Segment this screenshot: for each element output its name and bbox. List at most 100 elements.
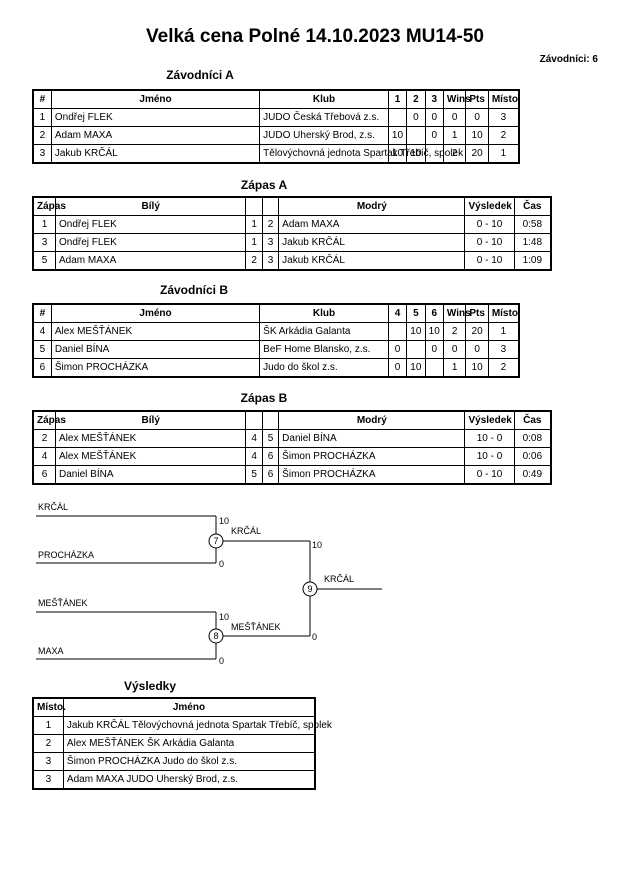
col-header: Wins [442,89,471,109]
bracket-score: 0 [312,632,317,642]
table-row: 1 Ondřej FLEK 1 2 Adam MAXA 0 - 10 0:58 [32,215,552,234]
cell: 10 - 0 [464,447,515,466]
table-row: 2 Adam MAXA JUDO Uherský Brod, z.s. 10 0… [32,126,520,145]
cell: Adam MAXA [50,126,261,145]
match-number: 7 [213,536,218,546]
table-row: 2 Alex MEŠŤÁNEK ŠK Arkádia Galanta [32,734,316,753]
cell: 10 [465,126,489,145]
table-row: 4 Alex MEŠŤÁNEK 4 6 Šimon PROCHÁZKA 10 -… [32,447,552,466]
matches-a-heading: Zápas A [240,178,288,192]
bracket-winner: KRČÁL [324,574,354,584]
matches-b-heading: Zápas B [240,391,288,405]
cell: 6 [32,358,52,378]
bracket-score: 0 [219,656,224,666]
bracket-name: MAXA [38,646,64,656]
cell: Adam MAXA [55,251,247,271]
cell: 2 [261,215,280,234]
bracket-score: 10 [219,612,229,622]
col-header: Jméno [62,697,316,717]
cell: Daniel BÍNA [50,340,261,359]
match-node [302,581,318,597]
cell: Jakub KRČÁL [278,233,466,252]
cell: 0 [465,340,489,359]
pool-b-heading: Závodníci B [159,283,228,297]
cell: 3 [487,340,520,359]
cell: Šimon PROCHÁZKA Judo do škol z.s. [62,752,316,771]
matches-b-header: Zápas Bílý Modrý Výsledek Čas [32,410,552,430]
cell: Jakub KRČÁL Tělovýchovná jednota Spartak… [62,716,332,735]
cell: 6 [261,447,280,466]
page-title: Velká cena Polné 14.10.2023 MU14-50 [146,26,484,47]
cell: Adam MAXA JUDO Uherský Brod, z.s. [62,770,316,790]
matches-a-header: Zápas Bílý Modrý Výsledek Čas [32,196,552,216]
cell: 1 [32,716,64,735]
cell: 0 - 10 [464,251,515,271]
pool-a-heading: Závodníci A [166,68,234,82]
cell: 0 [424,126,444,145]
cell: 0:49 [513,465,552,485]
col-header: # [32,89,52,109]
match-number: 8 [213,631,218,641]
table-row: 3 Jakub KRČÁL Tělovýchovná jednota Spart… [32,144,520,164]
table-row: 5 Daniel BÍNA BeF Home Blansko, z.s. 0 0… [32,340,520,359]
cell: 3 [32,144,52,164]
bracket-winner: MEŠŤÁNEK [231,622,281,632]
cell: 1:09 [513,251,552,271]
col-header: Zápas [32,410,66,430]
cell: 6 [32,465,57,485]
cell [424,144,444,164]
match-node [208,628,224,644]
pool-b-header: # Jméno Klub 4 5 6 Wins Pts Místo. [32,303,521,323]
table-row: 1 Ondřej FLEK JUDO Česká Třebová z.s. 0 … [32,108,520,127]
cell: 2 [32,734,64,753]
cell: 0:06 [513,447,552,466]
cell: 10 [465,358,489,378]
cell: JUDO Uherský Brod, z.s. [259,126,389,145]
col-header: Místo. [32,697,66,717]
cell: Ondřej FLEK [55,233,247,252]
cell: 2 [487,358,520,378]
table-row: 2 Alex MEŠŤÁNEK 4 5 Daniel BÍNA 10 - 0 0… [32,429,552,448]
cell: 20 [465,144,489,164]
cell: 1:48 [513,233,552,252]
cell: 6 [261,465,280,485]
results-heading: Výsledky [123,679,177,693]
results-header: Místo. Jméno [32,697,316,717]
table-row: 3 Adam MAXA JUDO Uherský Brod, z.s. [32,770,316,790]
cell: 3 [261,251,280,271]
cell: 5 [32,340,52,359]
cell: 4 [32,447,57,466]
cell: 2 [487,126,520,145]
bracket-name: MEŠŤÁNEK [38,598,88,608]
cell: 2 [32,126,52,145]
results-table: Místo. Jméno 1 Jakub KRČÁL Tělovýchovná … [32,697,332,790]
cell: Alex MEŠŤÁNEK ŠK Arkádia Galanta [62,734,316,753]
cell: 3 [32,233,57,252]
match-node [208,533,224,549]
table-row: 6 Daniel BÍNA 5 6 Šimon PROCHÁZKA 0 - 10… [32,465,552,485]
bracket-winner: KRČÁL [231,526,261,536]
cell: Šimon PROCHÁZKA [278,465,466,485]
bracket-name: KRČÁL [38,502,68,512]
competitor-count: Závodníci: 6 [539,54,598,65]
cell: Jakub KRČÁL [50,144,261,164]
cell: 3 [32,752,64,771]
table-row: 5 Adam MAXA 2 3 Jakub KRČÁL 0 - 10 1:09 [32,251,552,271]
cell: BeF Home Blansko, z.s. [259,340,389,359]
bracket-name: PROCHÁZKA [38,550,94,560]
cell: 20 [465,322,489,341]
cell: 0 [424,340,444,359]
matches-b-table: Zápas Bílý Modrý Výsledek Čas 2 Alex MEŠ… [32,410,552,485]
match-number: 9 [307,584,312,594]
cell: 3 [32,770,64,790]
cell [424,358,444,378]
pool-a-table: # Jméno Klub 1 2 3 Wins Pts Místo. 1 Ond… [32,89,521,164]
cell: 0:08 [513,429,552,448]
pool-b-table: # Jméno Klub 4 5 6 Wins Pts Místo. 4 Ale… [32,303,521,378]
cell: Tělovýchovná jednota Spartak Třebíč, spo… [259,144,463,164]
table-row: 3 Ondřej FLEK 1 3 Jakub KRČÁL 0 - 10 1:4… [32,233,552,252]
cell: 0 - 10 [464,465,515,485]
bracket-score: 0 [219,559,224,569]
bracket-score: 10 [219,516,229,526]
